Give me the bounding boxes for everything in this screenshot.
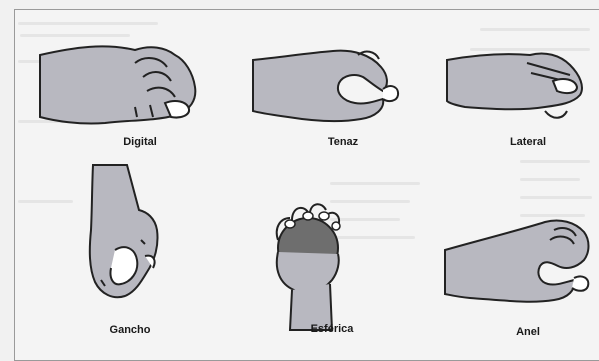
grip-lateral: Lateral — [435, 25, 599, 150]
hook-grip-hand-icon — [88, 164, 159, 299]
spherical-grip-hand-icon — [275, 203, 341, 331]
grip-label-lateral: Lateral — [509, 136, 547, 148]
digital-grip-hand-icon — [39, 45, 197, 125]
pinch-grip-hand-icon — [252, 49, 400, 123]
grip-label-tenaz: Tenaz — [327, 136, 359, 148]
grip-tenaz: Tenaz — [243, 25, 413, 150]
grip-label-anel: Anel — [516, 326, 540, 338]
grip-label-esferica: Esférica — [310, 323, 354, 335]
grip-anel: Anel — [440, 200, 599, 350]
lateral-grip-hand-icon — [446, 52, 583, 119]
grip-digital: Digital — [35, 25, 205, 150]
figure-frame: Digital Tenaz Lateral Gancho — [14, 9, 599, 361]
grip-esferica: Esférica — [250, 180, 380, 350]
grip-label-gancho: Gancho — [109, 324, 151, 336]
grip-label-digital: Digital — [123, 136, 157, 148]
ring-grip-hand-icon — [444, 219, 590, 303]
grip-gancho: Gancho — [75, 160, 195, 350]
